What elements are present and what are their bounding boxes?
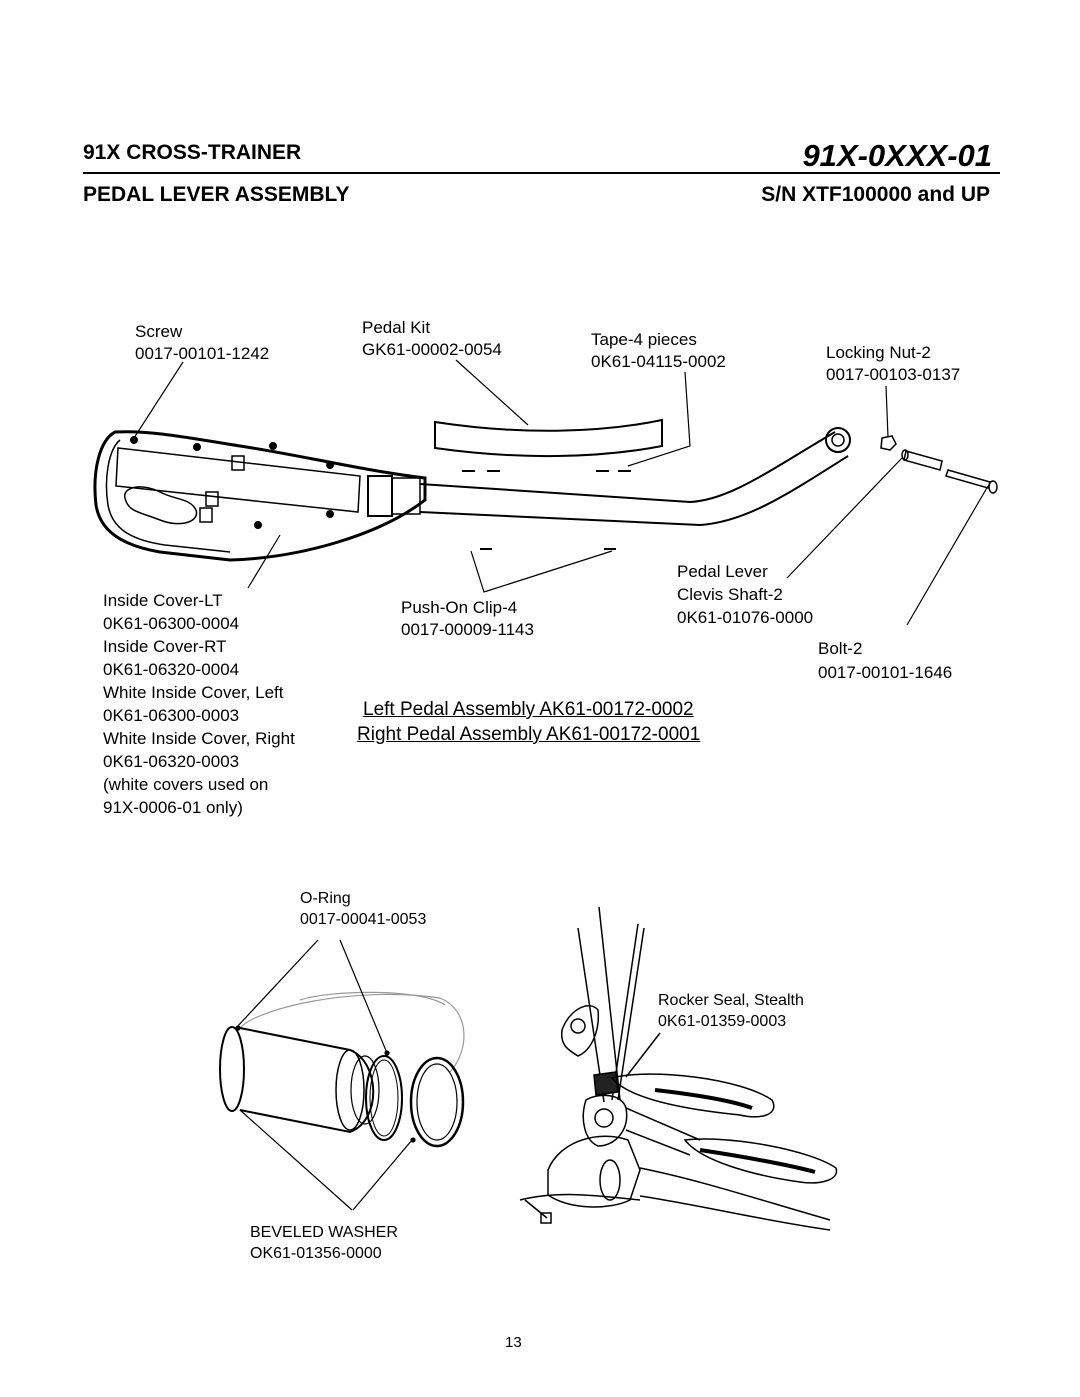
beveled-washer-part-number: OK61-01356-0000 xyxy=(250,1245,382,1262)
rocker-seal-callout: Rocker Seal, Stealth 0K61-01359-0003 xyxy=(658,990,804,1032)
inside-cover-line: 91X-0006-01 only) xyxy=(103,798,243,817)
locking-nut-callout: Locking Nut-2 0017-00103-0137 xyxy=(826,342,960,386)
inside-cover-line: Inside Cover-RT xyxy=(103,637,227,656)
o-ring-washer-drawing xyxy=(219,939,465,1211)
tape-callout: Tape-4 pieces 0K61-04115-0002 xyxy=(591,329,726,373)
bolt-label: Bolt-2 xyxy=(818,639,863,658)
clevis-shaft-part-number: 0K61-01076-0000 xyxy=(677,608,814,627)
o-ring-part-number: 0017-00041-0053 xyxy=(300,911,427,928)
inside-cover-line: 0K61-06320-0003 xyxy=(103,752,240,771)
clevis-shaft-label: Pedal Lever xyxy=(677,562,768,581)
rocker-seal-drawing xyxy=(519,906,838,1231)
pedal-kit-callout: Pedal Kit GK61-00002-0054 xyxy=(362,317,502,361)
screw-callout: Screw 0017-00101-1242 xyxy=(135,321,269,365)
header-rule xyxy=(83,172,1000,174)
pedal-kit-label: Pedal Kit xyxy=(362,318,431,337)
right-pedal-assembly: Right Pedal Assembly AK61-00172-0001 xyxy=(357,724,701,745)
inside-cover-line: 0K61-06300-0003 xyxy=(103,706,240,725)
document-number: 91X-0XXX-01 xyxy=(802,138,992,173)
inside-cover-line: 0K61-06320-0004 xyxy=(103,660,240,679)
tape-label: Tape-4 pieces xyxy=(591,330,697,349)
o-ring-label: O-Ring xyxy=(300,890,351,907)
section-title: PEDAL LEVER ASSEMBLY xyxy=(83,183,350,206)
push-on-clip-label: Push-On Clip-4 xyxy=(401,598,518,617)
locking-nut-part-number: 0017-00103-0137 xyxy=(826,365,961,384)
push-on-clip-part-number: 0017-00009-1143 xyxy=(401,620,534,639)
bolt-part-number: 0017-00101-1646 xyxy=(818,663,953,682)
inside-cover-line: White Inside Cover, Left xyxy=(103,683,284,702)
left-pedal-assembly: Left Pedal Assembly AK61-00172-0002 xyxy=(363,699,694,720)
leader-lines-top xyxy=(133,359,989,626)
inside-cover-line: (white covers used on xyxy=(103,775,269,794)
page-number: 13 xyxy=(505,1334,522,1351)
serial-range: S/N XTF100000 and UP xyxy=(761,183,990,206)
beveled-washer-label: BEVELED WASHER xyxy=(250,1224,398,1241)
rocker-seal-label: Rocker Seal, Stealth xyxy=(658,992,804,1009)
tape-part-number: 0K61-04115-0002 xyxy=(591,352,726,371)
inside-cover-line: White Inside Cover, Right xyxy=(103,729,295,748)
screw-part-number: 0017-00101-1242 xyxy=(135,344,270,363)
rocker-seal-part-number: 0K61-01359-0003 xyxy=(658,1013,787,1030)
o-ring-callout: O-Ring 0017-00041-0053 xyxy=(300,888,426,930)
push-on-clip-callout: Push-On Clip-4 0017-00009-1143 xyxy=(401,597,534,641)
bolt-callout: Bolt-2 0017-00101-1646 xyxy=(818,637,952,685)
locking-nut-label: Locking Nut-2 xyxy=(826,343,931,362)
inside-cover-line: Inside Cover-LT xyxy=(103,591,223,610)
inside-cover-callout: Inside Cover-LT 0K61-06300-0004 Inside C… xyxy=(103,589,295,819)
pedal-kit-part-number: GK61-00002-0054 xyxy=(362,340,502,359)
inside-cover-line: 0K61-06300-0004 xyxy=(103,614,240,633)
clevis-shaft-label: Clevis Shaft-2 xyxy=(677,585,783,604)
model-title: 91X CROSS-TRAINER xyxy=(83,141,302,164)
pedal-lever-drawing xyxy=(93,418,998,562)
beveled-washer-callout: BEVELED WASHER OK61-01356-0000 xyxy=(250,1222,398,1264)
clevis-shaft-callout: Pedal Lever Clevis Shaft-2 0K61-01076-00… xyxy=(677,560,813,629)
screw-label: Screw xyxy=(135,322,183,341)
